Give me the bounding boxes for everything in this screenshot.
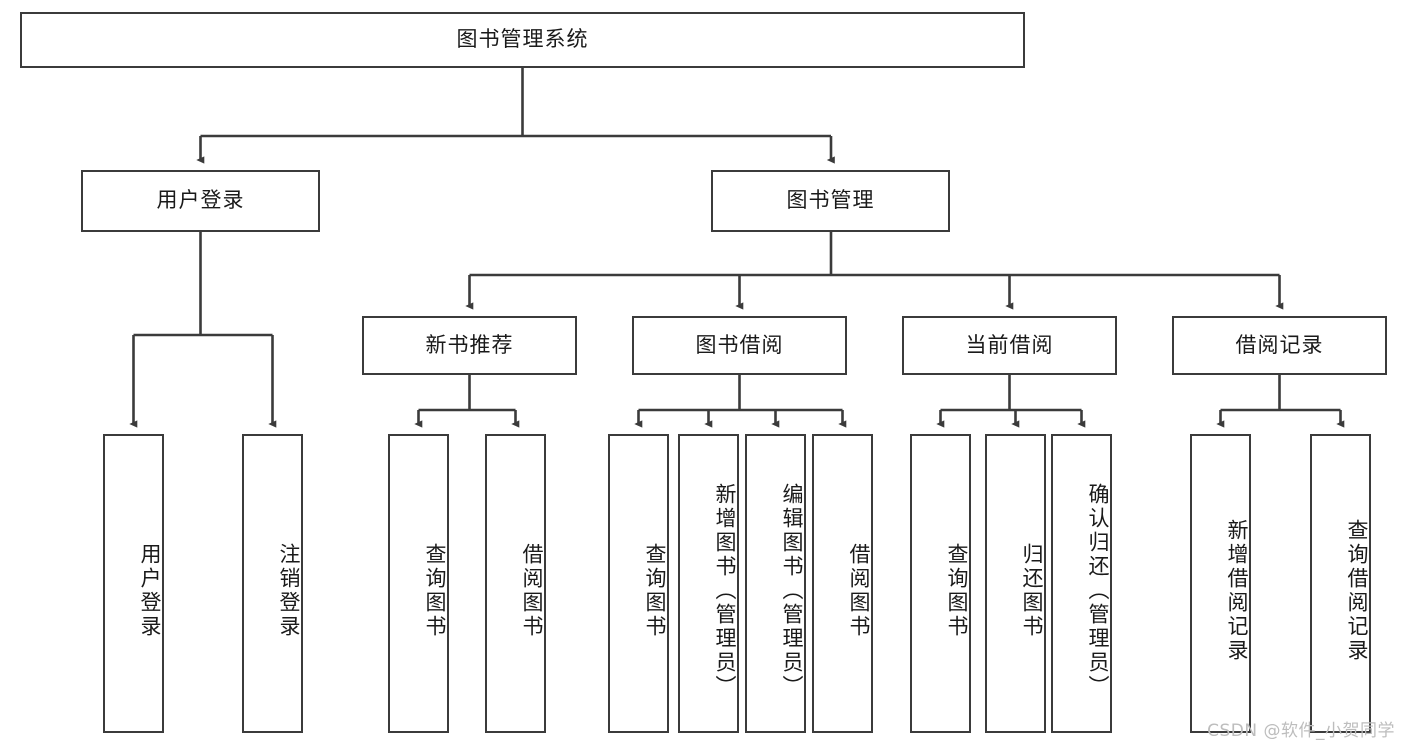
node-label: 借阅图书 (520, 542, 544, 639)
node-borrow-record[interactable]: 借阅记录 (1172, 316, 1387, 375)
node-user-login[interactable]: 用户登录 (81, 170, 320, 232)
node-leaf-confirm-return[interactable]: 确认归还（管理员） (1051, 434, 1112, 733)
node-label: 新书推荐 (425, 332, 514, 357)
node-current-borrow[interactable]: 当前借阅 (902, 316, 1117, 375)
node-leaf-query-book-1[interactable]: 查询图书 (388, 434, 449, 733)
node-leaf-borrow-book-2[interactable]: 借阅图书 (812, 434, 873, 733)
node-leaf-add-book[interactable]: 新增图书（管理员） (678, 434, 739, 733)
node-leaf-add-borrow-record[interactable]: 新增借阅记录 (1190, 434, 1251, 733)
node-label: 当前借阅 (965, 332, 1054, 357)
node-label: 查询图书 (423, 542, 447, 639)
node-label: 新增借阅记录 (1225, 518, 1249, 663)
node-leaf-edit-book[interactable]: 编辑图书（管理员） (745, 434, 806, 733)
node-leaf-user-login[interactable]: 用户登录 (103, 434, 164, 733)
node-leaf-query-borrow-record[interactable]: 查询借阅记录 (1310, 434, 1371, 733)
csdn-watermark: CSDN @软件_小贺同学 (1207, 721, 1395, 741)
node-label: 用户登录 (156, 188, 245, 213)
node-label: 查询图书 (945, 542, 969, 639)
node-label: 图书管理 (786, 188, 875, 213)
node-label: 注销登录 (277, 542, 301, 639)
node-label: 借阅图书 (847, 542, 871, 639)
node-label: 归还图书 (1020, 542, 1044, 639)
node-leaf-logout[interactable]: 注销登录 (242, 434, 303, 733)
node-book-management[interactable]: 图书管理 (711, 170, 950, 232)
node-leaf-query-book-3[interactable]: 查询图书 (910, 434, 971, 733)
node-leaf-borrow-book-1[interactable]: 借阅图书 (485, 434, 546, 733)
node-label: 查询图书 (643, 542, 667, 639)
node-label: 确认归还（管理员） (1086, 482, 1110, 699)
node-new-book-recommend[interactable]: 新书推荐 (362, 316, 577, 375)
node-label: 编辑图书（管理员） (780, 482, 804, 699)
node-book-borrow[interactable]: 图书借阅 (632, 316, 847, 375)
node-root-system[interactable]: 图书管理系统 (20, 12, 1025, 68)
node-label: 图书管理系统 (456, 27, 589, 52)
node-label: 借阅记录 (1235, 332, 1324, 357)
node-label: 新增图书（管理员） (713, 482, 737, 699)
node-label: 查询借阅记录 (1345, 518, 1369, 663)
node-label: 用户登录 (138, 542, 162, 639)
node-leaf-query-book-2[interactable]: 查询图书 (608, 434, 669, 733)
node-leaf-return-book[interactable]: 归还图书 (985, 434, 1046, 733)
node-label: 图书借阅 (695, 332, 784, 357)
